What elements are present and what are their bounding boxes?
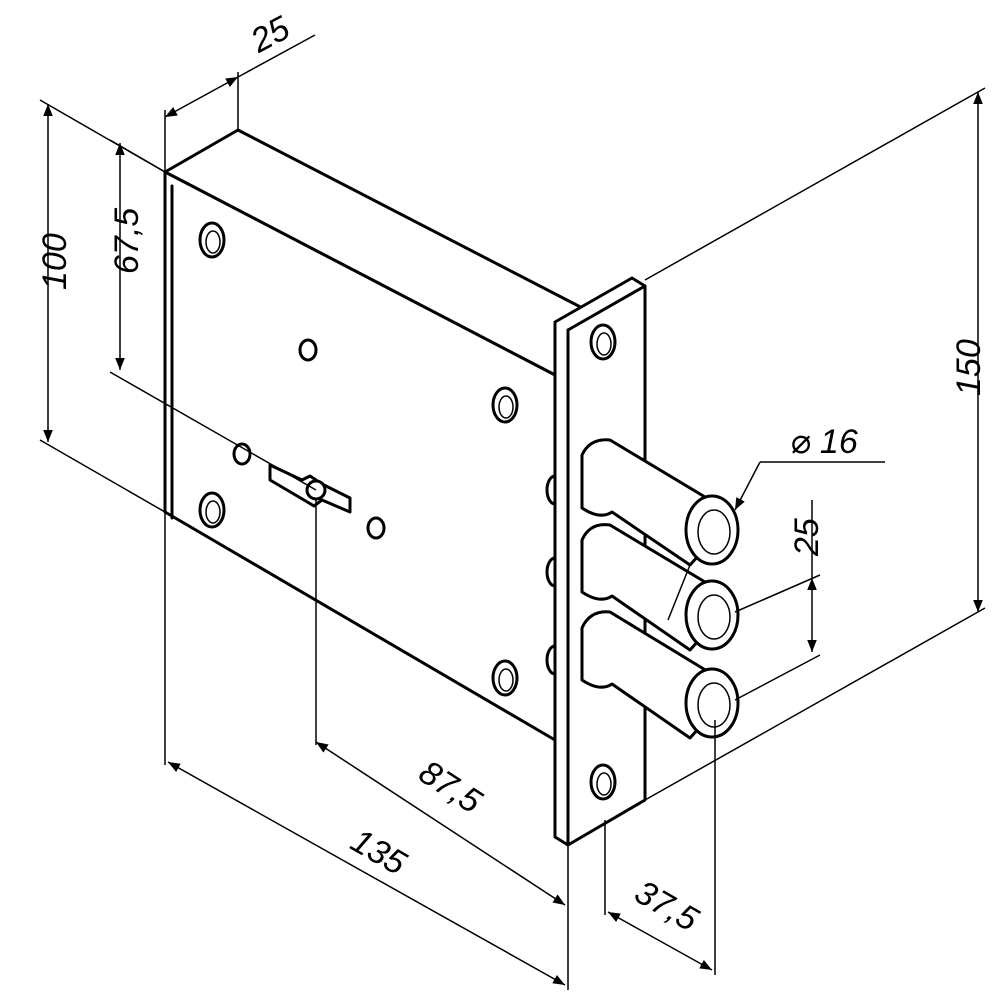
dimension-bolt-spacing: 25 — [734, 500, 826, 701]
pin-hole — [298, 338, 318, 362]
screw-hole — [589, 323, 617, 361]
dimension-height-key: 67,5 — [108, 139, 317, 491]
dimension-height-total: 100 — [36, 99, 166, 513]
dim-label-body-width: 135 — [344, 822, 412, 883]
bolt — [580, 610, 740, 740]
screw-hole — [589, 763, 617, 801]
dimension-bolt-diameter: ⌀ 16 — [667, 423, 885, 621]
lock-body — [163, 128, 627, 742]
screw-hole — [491, 386, 519, 424]
screw-hole — [198, 491, 226, 529]
screw-hole — [491, 659, 519, 697]
dim-label-depth-top: 25 — [244, 9, 296, 61]
dim-label-height-key: 67,5 — [108, 208, 146, 274]
pin-hole — [366, 516, 386, 540]
dimension-faceplate-height: 150 — [644, 87, 988, 801]
dim-label-bolt-diameter: ⌀ 16 — [790, 423, 858, 461]
dim-label-faceplate-height: 150 — [950, 339, 988, 396]
bolt — [580, 523, 740, 652]
pin-hole — [232, 442, 252, 466]
dim-label-bolt-spacing: 25 — [788, 518, 826, 557]
dim-label-key-offset: 87,5 — [412, 753, 488, 821]
screw-hole — [198, 221, 226, 259]
dim-label-height-total: 100 — [36, 233, 74, 290]
